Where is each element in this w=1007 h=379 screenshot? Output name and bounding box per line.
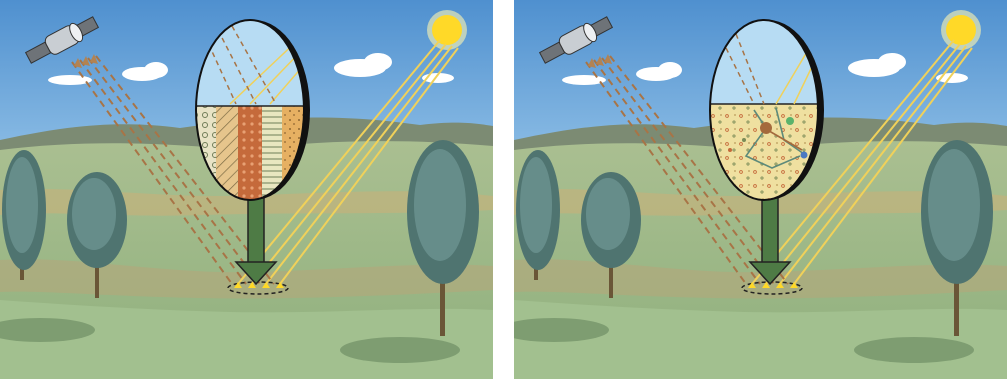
panel-illustration xyxy=(0,0,493,379)
panel-surface-layers xyxy=(0,0,493,379)
sun-icon xyxy=(427,10,467,50)
panel-illustration xyxy=(514,0,1007,379)
panel-subsurface-scattering xyxy=(514,0,1007,379)
sun-icon xyxy=(941,10,981,50)
